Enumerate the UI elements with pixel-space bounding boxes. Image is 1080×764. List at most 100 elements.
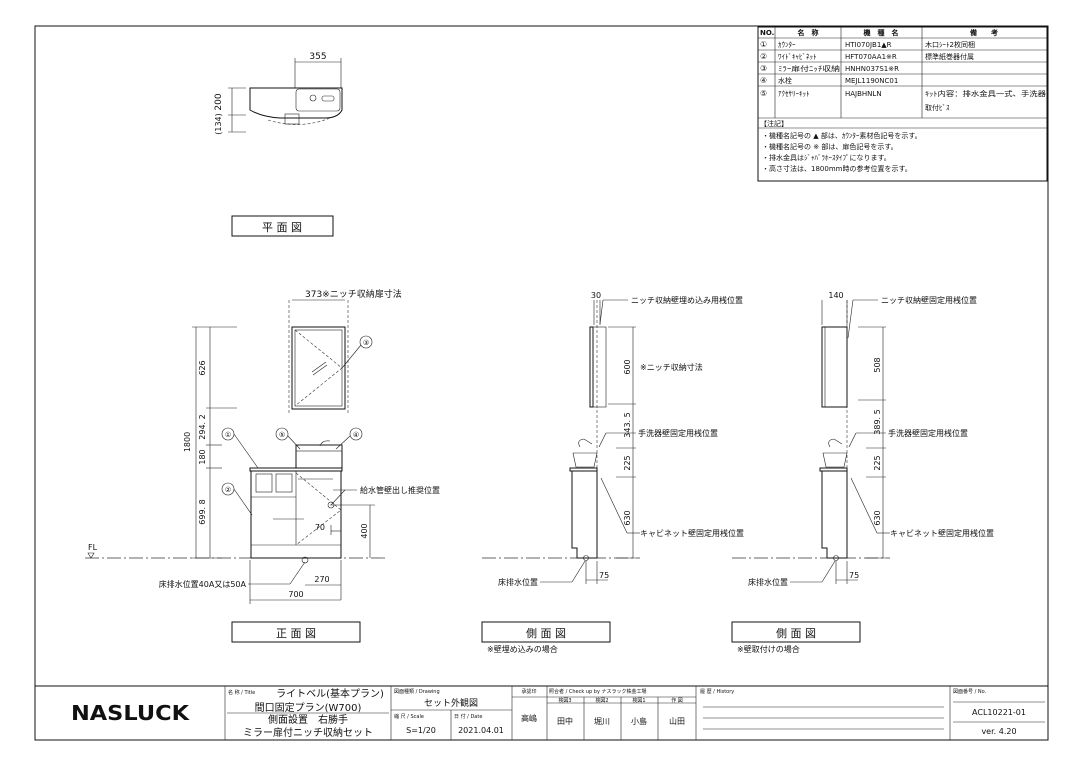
scale: S=1/20 [406,726,436,735]
drawing-label: 70 [315,523,325,532]
drawing-label: ⑤ [279,431,285,439]
drawing-line [87,552,95,559]
drawing-label: 294. 2 [198,414,207,439]
nasluck-logo: NASLUCK [71,701,191,725]
drawing-line [848,432,857,448]
drawing-label: 630 [623,510,632,525]
drawing-line [255,473,273,493]
drawing-label: ③ [760,64,767,73]
drawing-line [289,561,306,585]
drawing-label: 縮 尺 / Scale [394,713,424,720]
note-line: ・排水金具はｼﾞｬﾊﾞﾗﾎｰｽﾀｲﾌﾟになります。 [762,153,891,162]
drawing-label: 508 [873,357,882,372]
drawing-label: 作 図 [671,697,683,704]
callout-5: ⑤ [275,427,301,450]
drawing-label: 373※ニッチ収納扉寸法 [305,288,402,300]
plan-view-label: 平 面 図 [262,221,302,234]
drawing-line [335,435,351,450]
title-line: 側面設置 右勝手 [268,713,348,726]
drawing-label: 140 [828,291,843,300]
drawing-label: 75 [849,571,859,580]
drawing-label: キャビネット壁固定用桟位置 [890,528,994,538]
callout-2: ② [221,482,253,516]
drawing-label: 標準紙巻器付属 [925,52,974,61]
drawing-line [598,432,607,448]
drawing-label: 626 [198,360,207,375]
drawing-line [275,427,289,441]
drawing-line [295,88,341,112]
drawing-type: セット外観図 [424,697,478,709]
drawing-label: ③ [363,339,369,347]
drawing-line [321,95,335,102]
drawing-line [858,326,886,559]
drawing-line [592,326,607,408]
drawing-label: 389. 5 [873,409,882,434]
drawing-label: 630 [873,510,882,525]
drawing-label: 堀川 [594,717,610,726]
drawing-line [349,427,363,441]
date: 2021.04.01 [458,726,504,735]
drawing-line [291,326,346,410]
version: ver. 4.20 [981,727,1016,736]
drawing-line [287,435,301,450]
drawing-label: 75 [599,571,609,580]
drawing-label: 270 [314,575,329,584]
title-line: ミラー扉付ニッチ収納セット [243,726,373,739]
drawing-line [821,326,848,408]
drawing-line [330,489,346,506]
drawing-line [608,326,636,559]
header-model: 機 種 名 [864,28,899,37]
drawing-line [295,444,343,469]
drawing-line [572,452,598,468]
drawing-label: 水栓 [778,76,792,85]
drawing-line [294,329,343,407]
drawing-line [275,473,293,493]
drawing-line [583,555,589,561]
drawing-line [757,26,1048,182]
drawing-line [312,364,328,376]
drawing-label: 30 [591,291,601,300]
header-name: 名 称 [798,28,819,37]
note-line: ・機種名記号の ※ 部は、扉色記号を示す。 [762,142,898,151]
drawing-label: 床排水位置 [748,577,788,587]
drawing-line [821,560,836,583]
drawing-label: 200 [214,93,224,110]
drawing-line [224,686,1045,740]
drawing-label: 検図1 [632,697,645,704]
drawing-line [850,477,878,534]
drawing-label: 図面種類 / Drawing [394,688,440,695]
drawing-label: HFT070AA1※R [845,53,897,61]
drawing-label: 照合者 / Check up by ナスラック株金工場 [549,688,647,695]
drawing-label: 手洗器壁固定用桟位置 [638,428,718,438]
title-line: 間口固定プラン(W700) [255,701,362,714]
drawing-label: 山田 [669,716,685,726]
drawing-line [731,621,861,643]
side-view-wall-mounted: 140 508 389. 5 225 630 ニッチ収納壁固定用桟位置 手洗器壁… [731,291,994,654]
drawing-label: HTI070JB1▲R [845,41,892,49]
drawing-line [571,470,598,559]
drawing-line [233,488,253,516]
drawing-number: ACL10221-01 [972,708,1026,717]
drawing-label: ④ [760,76,767,85]
drawing-label: ｱｸｾｻﾘｰｷｯﾄ [778,90,810,98]
side-view-caption: ※壁埋め込みの場合 [487,644,558,654]
drawing-line [847,299,854,339]
drawing-label: FL [88,543,98,552]
drawing-line [578,438,593,448]
front-view-label: 正 面 図 [276,627,316,640]
title-block: NASLUCK 名 称 / Title ライトベル(基本プラン) 間口固定プラン… [34,685,1049,741]
drawing-label: 700 [288,590,303,599]
drawing-line [600,477,628,534]
drawing-line [284,113,300,125]
plan-view: 355 200 (134) 平 面 図 [214,52,343,237]
drawing-label: ｷｯﾄ内容：排水金具一式、手洗器 [925,89,1046,98]
drawing-label: 給水管壁出し推奨位置 [360,485,440,495]
drawing-label: ﾜｲﾄﾞｷｬﾋﾞﾈｯﾄ [778,53,817,61]
drawing-line [359,335,373,349]
drawing-label: 田中 [557,716,573,726]
drawing-label: ニッチ収納壁埋め込み用桟位置 [631,295,743,305]
